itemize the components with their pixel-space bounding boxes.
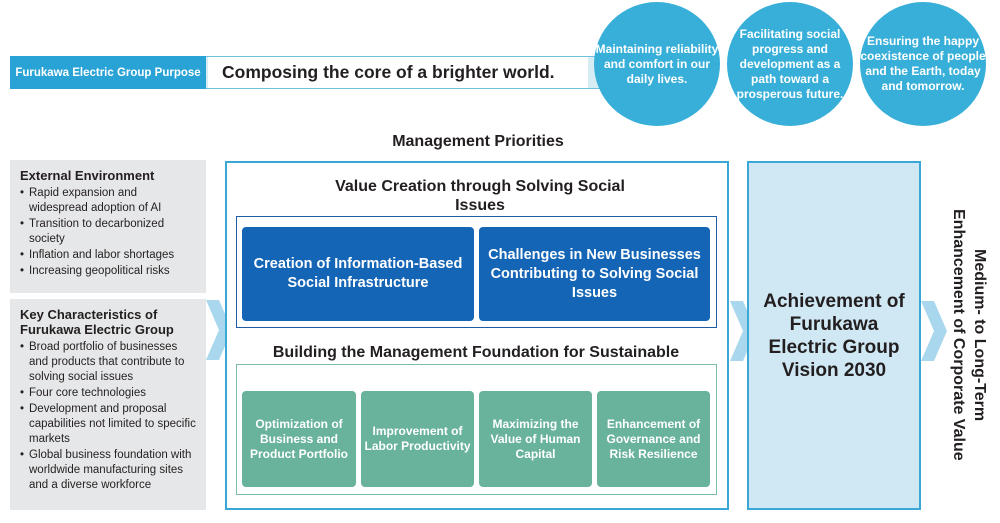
foundation-item: Improvement of Labor Productivity (361, 391, 474, 487)
vision-2030-box: Achievement of Furukawa Electric Group V… (747, 161, 921, 510)
key-characteristics-title: Key Characteristics of Furukawa Electric… (20, 307, 174, 337)
purpose-circle-coexistence: Ensuring the happy coexistence of people… (860, 2, 986, 126)
key-characteristics-list: Broad portfolio of businesses and produc… (20, 340, 198, 493)
item-text: Enhancement of Governance and Risk Resil… (606, 416, 701, 461)
value-creation-heading: Value Creation through Solving Social Is… (335, 178, 625, 214)
key-characteristics-box: Key Characteristics of Furukawa Electric… (10, 299, 206, 510)
outcome-line-1: Medium- to Long-Term (971, 248, 988, 422)
circle-text: Facilitating social progress and develop… (736, 26, 844, 101)
purpose-tag: Furukawa Electric Group Purpose (10, 56, 206, 89)
foundation-item: Optimization of Business and Product Por… (242, 391, 356, 487)
item-text: Optimization of Business and Product Por… (250, 416, 348, 461)
item-text: Maximizing the Value of Human Capital (490, 416, 581, 461)
external-environment-list: Rapid expansion and widespread adoption … (20, 186, 198, 279)
value-creation-item: Creation of Information-Based Social Inf… (242, 227, 474, 321)
circle-text: Ensuring the happy coexistence of people… (860, 34, 986, 93)
list-item: Broad portfolio of businesses and produc… (20, 340, 198, 385)
list-item: Four core technologies (20, 386, 198, 401)
list-item: Development and proposal capabilities no… (20, 402, 198, 447)
chevron-right-icon (921, 301, 947, 361)
vision-text: Achievement of Furukawa Electric Group V… (763, 290, 905, 381)
foundation-item: Maximizing the Value of Human Capital (479, 391, 592, 487)
foundation-item: Enhancement of Governance and Risk Resil… (597, 391, 710, 487)
list-item: Increasing geopolitical risks (20, 264, 198, 279)
list-item: Rapid expansion and widespread adoption … (20, 186, 198, 216)
management-priorities-heading: Management Priorities (392, 133, 564, 150)
external-environment-box: External Environment Rapid expansion and… (10, 160, 206, 293)
circle-text: Maintaining reliability and comfort in o… (595, 41, 719, 86)
corporate-value-outcome: Medium- to Long-Term Enhancement of Corp… (944, 160, 994, 510)
list-item: Global business foundation with worldwid… (20, 448, 198, 493)
list-item: Inflation and labor shortages (20, 248, 198, 263)
purpose-circle-daily-lives: Maintaining reliability and comfort in o… (594, 2, 720, 126)
outcome-line-2: Enhancement of Corporate Value (950, 209, 967, 461)
item-text: Challenges in New Businesses Contributin… (488, 246, 701, 301)
purpose-circle-social-progress: Facilitating social progress and develop… (727, 2, 853, 126)
list-item: Transition to decarbonized society (20, 217, 198, 247)
item-text: Improvement of Labor Productivity (364, 424, 471, 453)
item-text: Creation of Information-Based Social Inf… (253, 256, 463, 291)
purpose-statement: Composing the core of a brighter world. (208, 57, 588, 88)
value-creation-item: Challenges in New Businesses Contributin… (479, 227, 710, 321)
external-environment-title: External Environment (20, 168, 155, 183)
